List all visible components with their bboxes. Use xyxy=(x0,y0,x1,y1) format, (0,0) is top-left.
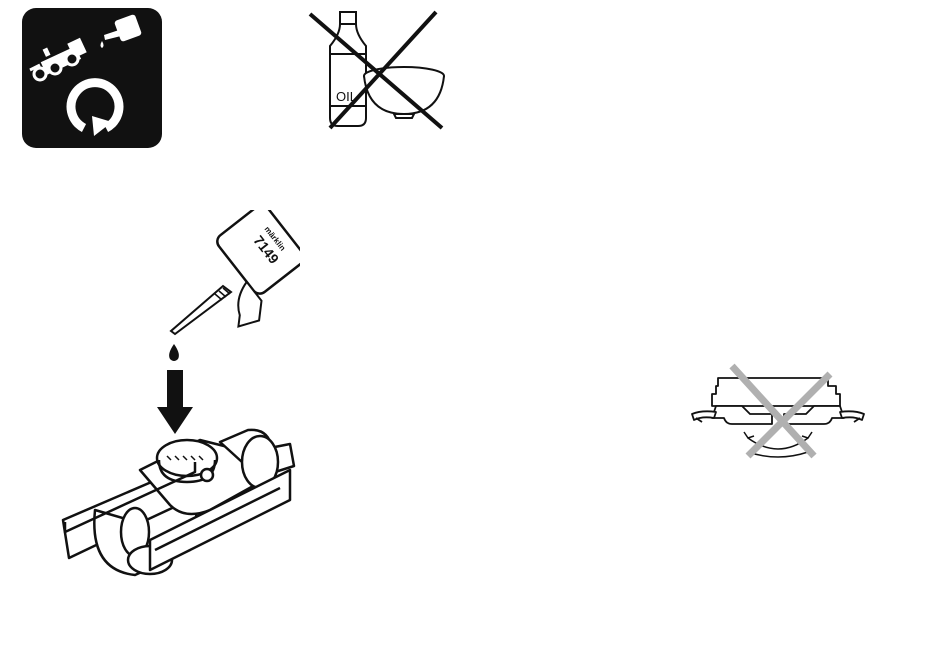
maintenance-locomotive-icon xyxy=(22,8,162,148)
oiling-instruction-figure: märklin 7149 xyxy=(55,210,300,590)
oil-bowl xyxy=(364,67,444,118)
locomotive-chassis xyxy=(63,430,294,575)
oil-drop-icon xyxy=(169,344,179,361)
no-twist-cross-icon xyxy=(688,362,868,460)
oil-bottle: märklin 7149 xyxy=(171,210,300,334)
down-arrow-icon xyxy=(157,370,193,434)
no-oil-icon: OIL xyxy=(300,6,450,136)
